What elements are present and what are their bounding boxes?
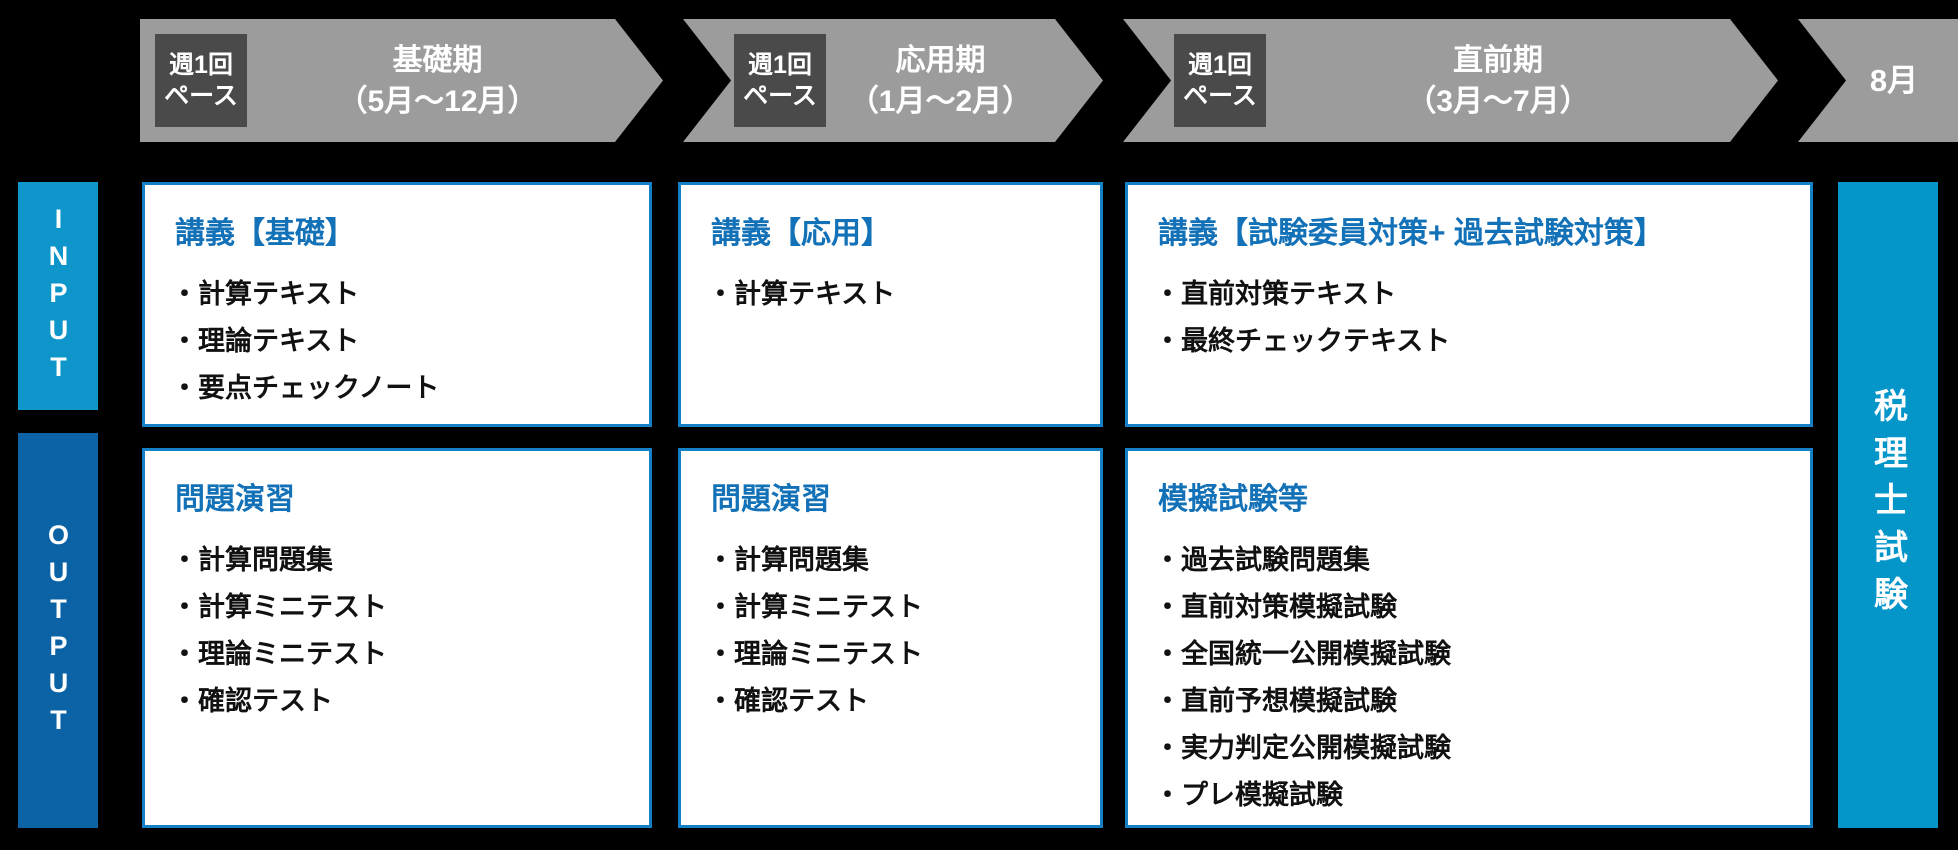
timeline-phase-application: 週1回 ペース 応用期 （1月～2月）	[683, 19, 1103, 142]
phase-name: 基礎期	[392, 43, 483, 77]
material-list: ・計算テキスト・理論テキスト・要点チェックノート	[171, 271, 649, 412]
pace-badge-line1: 週1回	[1188, 50, 1252, 79]
phase-title: 応用期 （1月～2月）	[826, 19, 1055, 142]
phase-title: 基礎期 （5月～12月）	[260, 19, 615, 142]
material-item: ・計算問題集	[707, 545, 869, 575]
phase-period: （3月～7月）	[1406, 84, 1590, 118]
material-item: ・プレ模擬試験	[1154, 780, 1343, 810]
phase-name: 直前期	[1453, 43, 1543, 77]
material-item: ・理論ミニテスト	[171, 639, 387, 669]
material-item: ・計算テキスト	[707, 279, 896, 309]
phase-name: 8月	[1869, 63, 1919, 98]
material-item: ・要点チェックノート	[171, 373, 440, 403]
output-row-label: OUTPUT	[18, 433, 98, 828]
material-item: ・実力判定公開模擬試験	[1154, 733, 1451, 763]
material-item: ・計算テキスト	[171, 279, 360, 309]
pace-badge: 週1回 ペース	[155, 34, 247, 127]
card-input-final: 講義【試験委員対策+ 過去試験対策】 ・直前対策テキスト・最終チェックテキスト	[1125, 182, 1813, 427]
timeline-phase-foundation: 週1回 ペース 基礎期 （5月～12月）	[140, 19, 663, 142]
goal-banner: 税理士試験	[1838, 182, 1938, 828]
material-item: ・直前対策模擬試験	[1154, 592, 1397, 622]
pace-badge-line1: 週1回	[169, 50, 233, 79]
pace-badge-line1: 週1回	[748, 50, 812, 79]
pace-badge-line2: ペース	[743, 81, 817, 110]
input-row-label: INPUT	[18, 182, 98, 410]
card-heading: 講義【基礎】	[175, 217, 355, 250]
card-heading: 講義【試験委員対策+ 過去試験対策】	[1158, 217, 1664, 250]
card-output-application: 問題演習 ・計算問題集・計算ミニテスト・理論ミニテスト・確認テスト	[678, 448, 1103, 828]
card-output-final: 模擬試験等 ・過去試験問題集・直前対策模擬試験・全国統一公開模擬試験・直前予想模…	[1125, 448, 1813, 828]
material-item: ・理論テキスト	[171, 326, 360, 356]
material-item: ・確認テスト	[171, 686, 333, 716]
timeline-phase-final: 週1回 ペース 直前期 （3月～7月）	[1123, 19, 1778, 142]
phase-period: （5月～12月）	[337, 84, 538, 118]
pace-badge: 週1回 ペース	[1174, 34, 1266, 127]
phase-title: 8月	[1846, 19, 1942, 142]
phase-title: 直前期 （3月～7月）	[1266, 19, 1730, 142]
material-item: ・過去試験問題集	[1154, 545, 1370, 575]
phase-period: （1月～2月）	[848, 84, 1033, 118]
material-list: ・過去試験問題集・直前対策模擬試験・全国統一公開模擬試験・直前予想模擬試験・実力…	[1154, 537, 1810, 819]
material-item: ・直前予想模擬試験	[1154, 686, 1397, 716]
timeline-phase-exam-month: 8月	[1798, 19, 1958, 142]
material-list: ・計算問題集・計算ミニテスト・理論ミニテスト・確認テスト	[707, 537, 1100, 725]
pace-badge-line2: ペース	[164, 81, 238, 110]
material-list: ・直前対策テキスト・最終チェックテキスト	[1154, 271, 1810, 365]
material-item: ・全国統一公開模擬試験	[1154, 639, 1451, 669]
card-heading: 模擬試験等	[1158, 483, 1308, 516]
material-item: ・計算問題集	[171, 545, 333, 575]
material-item: ・計算ミニテスト	[707, 592, 923, 622]
card-output-foundation: 問題演習 ・計算問題集・計算ミニテスト・理論ミニテスト・確認テスト	[142, 448, 652, 828]
material-item: ・理論ミニテスト	[707, 639, 923, 669]
material-item: ・確認テスト	[707, 686, 869, 716]
card-heading: 問題演習	[175, 483, 295, 516]
material-item: ・最終チェックテキスト	[1154, 326, 1451, 356]
pace-badge: 週1回 ペース	[734, 34, 826, 127]
card-heading: 講義【応用】	[711, 217, 891, 250]
card-heading: 問題演習	[711, 483, 831, 516]
card-input-foundation: 講義【基礎】 ・計算テキスト・理論テキスト・要点チェックノート	[142, 182, 652, 427]
material-list: ・計算テキスト	[707, 271, 1100, 318]
phase-name: 応用期	[895, 43, 986, 77]
material-list: ・計算問題集・計算ミニテスト・理論ミニテスト・確認テスト	[171, 537, 649, 725]
card-input-application: 講義【応用】 ・計算テキスト	[678, 182, 1103, 427]
material-item: ・直前対策テキスト	[1154, 279, 1397, 309]
material-item: ・計算ミニテスト	[171, 592, 387, 622]
pace-badge-line2: ペース	[1183, 81, 1257, 110]
